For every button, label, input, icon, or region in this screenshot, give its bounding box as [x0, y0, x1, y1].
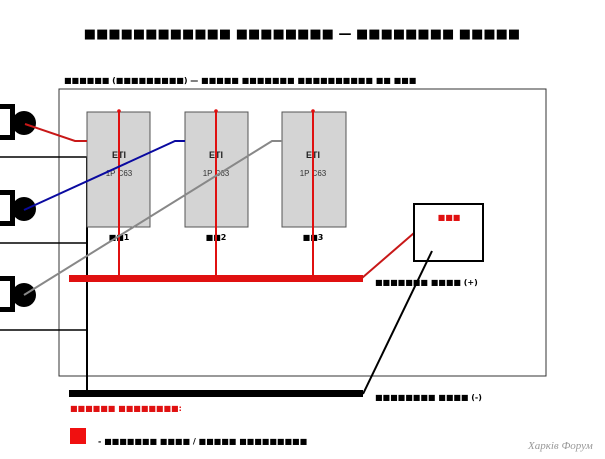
panel-subtitle: ■■■■■■ (■■■■■■■■■) — ■■■■■ ■■■■■■■ ■■■■■…	[64, 76, 416, 85]
legend-title: ■■■■■■ ■■■■■■■■:	[70, 404, 182, 413]
socket-bracket-icon	[0, 276, 15, 312]
load-box-label: ■■■	[438, 213, 461, 222]
diagram-title: ■■■■■■■■■■■■ ■■■■■■■■ — ■■■■■■■■ ■■■■■	[84, 27, 520, 42]
return-wire	[362, 250, 433, 395]
negative-bus-label: ■■■■■■■■ ■■■■ (-)	[375, 393, 482, 402]
panel-frame	[58, 88, 547, 377]
positive-bus-label: ■■■■■■■ ■■■■ (+)	[375, 278, 478, 287]
socket-1	[0, 104, 36, 140]
socket-3	[0, 276, 36, 312]
wire-gray	[23, 140, 282, 296]
wire-red	[24, 123, 87, 142]
phase-risers	[118, 111, 314, 278]
legend-swatch	[70, 428, 86, 444]
socket-bracket-icon	[0, 190, 15, 226]
load-box	[413, 203, 484, 262]
positive-bus	[69, 275, 363, 282]
legend-item: - ■■■■■■■ ■■■■ / ■■■■■ ■■■■■■■■■	[98, 437, 307, 446]
negative-bus	[69, 390, 363, 397]
bus-feed-wire	[361, 232, 415, 279]
socket-icon	[12, 111, 36, 135]
watermark: Харків Форум	[527, 440, 593, 452]
wire-blue	[23, 140, 185, 211]
socket-bracket-icon	[0, 104, 15, 140]
